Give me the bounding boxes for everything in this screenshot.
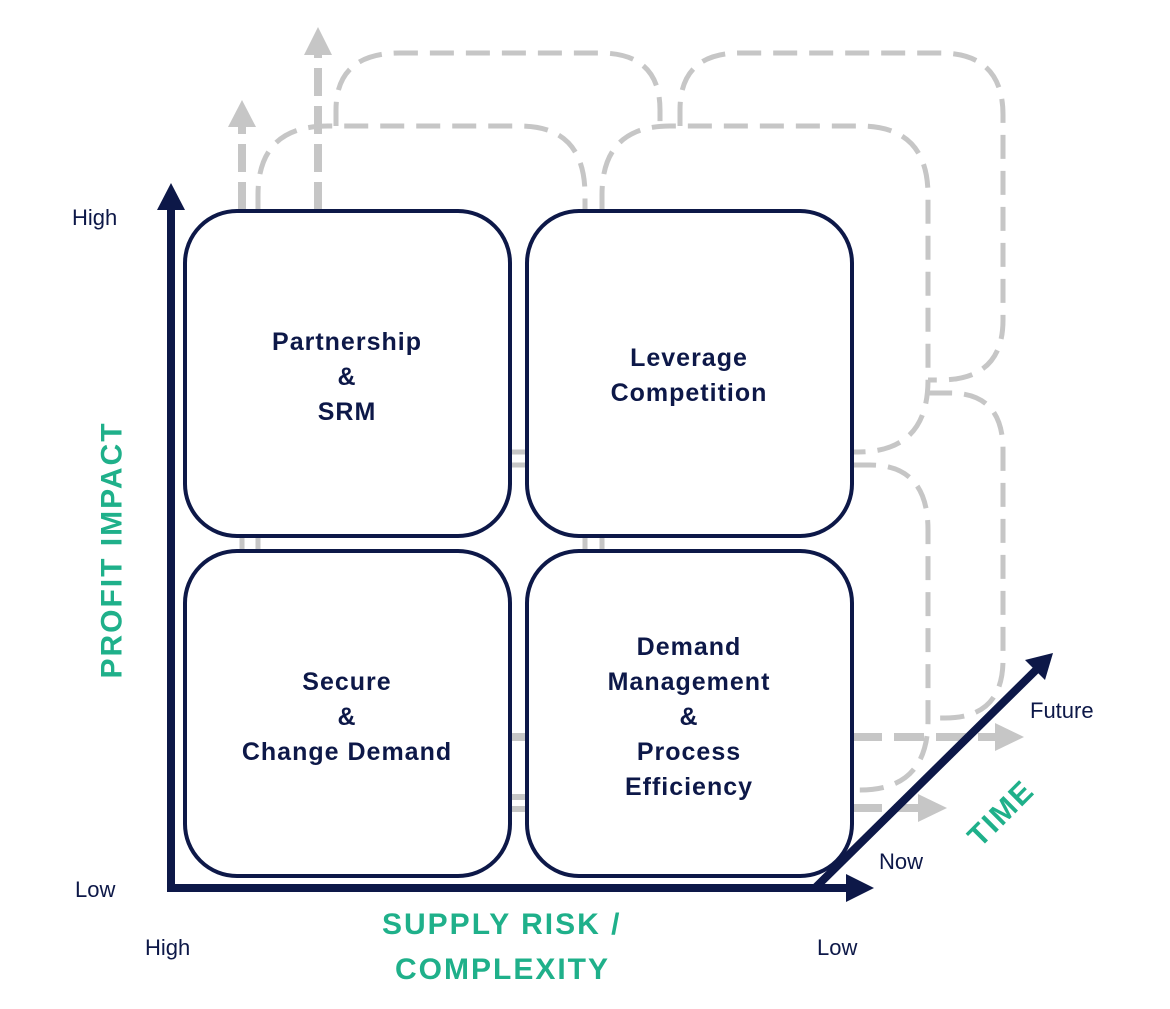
future-frame-layer1-left xyxy=(255,123,588,210)
quadrant-top-right-line-1: Leverage xyxy=(630,344,748,372)
quadrant-bottom-right-line-4: Process xyxy=(636,738,742,766)
quadrant-bottom-left-text: Secure & Change Demand xyxy=(187,665,507,770)
x-axis-low-label: Low xyxy=(817,935,858,960)
quadrant-bottom-left-line-2: & xyxy=(337,703,357,731)
y-axis-low-label: Low xyxy=(75,877,116,902)
x-axis-arrowhead xyxy=(846,874,874,902)
quadrant-bottom-left-line-3: Change Demand xyxy=(241,738,453,766)
quadrant-bottom-right-line-3: & xyxy=(679,703,699,731)
axes xyxy=(157,183,1053,902)
quadrant-bottom-right-text: Demand Management & Process Efficiency xyxy=(529,630,849,805)
quadrant-boxes xyxy=(183,209,854,878)
up-arrow-head-2 xyxy=(304,27,332,55)
x-axis-title-line-1: SUPPLY RISK / xyxy=(382,908,622,941)
quadrant-top-right-text: Leverage Competition xyxy=(529,341,849,411)
time-axis-arrowhead xyxy=(1025,653,1053,680)
quadrant-top-left-text: Partnership & SRM xyxy=(187,325,507,430)
right-arrow-head-1 xyxy=(995,723,1024,751)
quadrant-bottom-right-line-5: Efficiency xyxy=(624,773,754,801)
quadrant-top-left-line-3: SRM xyxy=(317,398,377,426)
x-axis-high-label: High xyxy=(145,935,191,960)
future-frame-layer2-left xyxy=(333,50,663,126)
future-frame-layer2-right xyxy=(677,50,1006,383)
y-axis-arrowhead xyxy=(157,183,185,210)
time-future-label: Future xyxy=(1030,698,1094,723)
y-axis-high-label: High xyxy=(72,205,118,230)
time-axis-line xyxy=(812,667,1039,891)
quadrant-box-bottom-left xyxy=(183,549,512,878)
quadrant-bottom-right-line-2: Management xyxy=(607,668,771,696)
quadrant-top-left-line-1: Partnership xyxy=(272,328,422,356)
future-connector-vert xyxy=(239,535,605,550)
future-frame-layer1-lower xyxy=(852,462,931,793)
time-now-label: Now xyxy=(879,849,924,874)
future-frame-layer1-right xyxy=(599,123,931,455)
up-arrows xyxy=(228,27,332,210)
quadrant-box-bottom-right xyxy=(525,549,854,878)
quadrant-top-right-line-2: Competition xyxy=(610,379,768,407)
future-connector-mid xyxy=(510,449,527,468)
quadrant-box-top-right xyxy=(525,209,854,538)
right-arrow-head-2 xyxy=(918,794,947,822)
quadrant-box-top-left xyxy=(183,209,512,538)
y-axis-title: PROFIT IMPACT xyxy=(95,421,129,679)
future-frame-layer2-lower xyxy=(928,390,1006,721)
quadrant-top-left-line-2: & xyxy=(337,363,357,391)
up-arrow-head-1 xyxy=(228,100,256,127)
x-axis-title-line-2: COMPLEXITY xyxy=(395,953,611,986)
quadrant-bottom-right-line-1: Demand xyxy=(636,633,742,661)
quadrant-bottom-left-line-1: Secure xyxy=(302,668,392,696)
future-layers xyxy=(239,50,1006,793)
right-arrows xyxy=(510,723,1024,822)
